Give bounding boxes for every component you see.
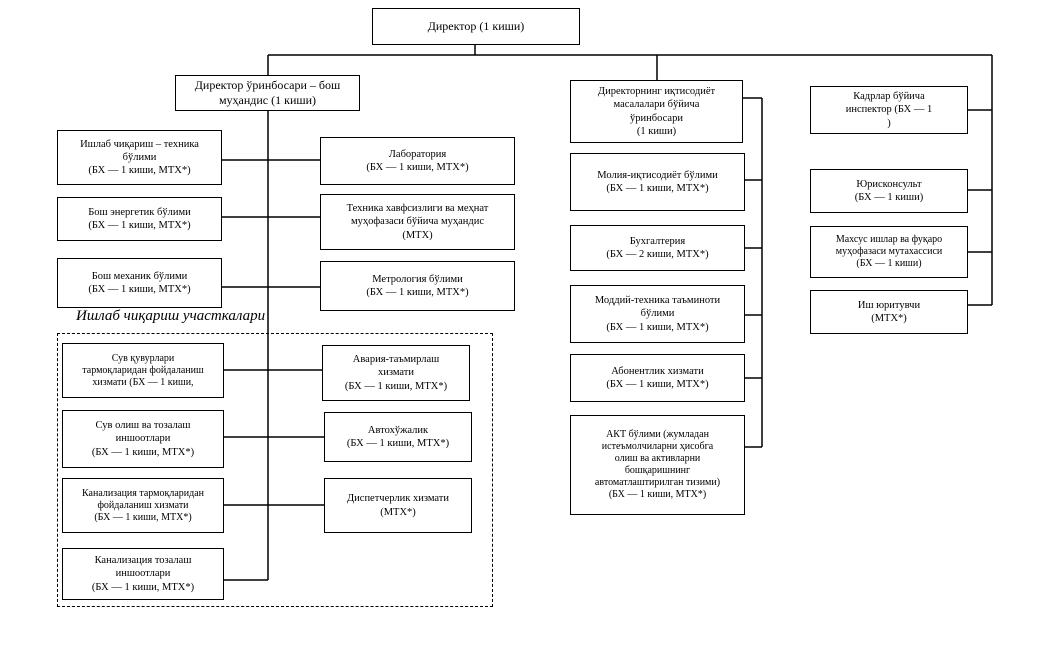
chief-mechanic-dept-box: Бош механик бўлими (БХ — 1 киши, МТХ*) bbox=[57, 258, 222, 308]
legal-counsel-box: Юрисконсульт (БХ — 1 киши) bbox=[810, 169, 968, 213]
finance-economics-dept-box: Молия-иқтисодиёт бўлими (БХ — 1 киши, МТ… bbox=[570, 153, 745, 211]
special-works-civil-defense-box: Махсус ишлар ва фуқаро муҳофазаси мутаха… bbox=[810, 226, 968, 278]
sewer-network-service-box: Канализация тармоқларидан фойдаланиш хиз… bbox=[62, 478, 224, 533]
subscriber-service-box: Абонентлик хизмати (БХ — 1 киши, МТХ*) bbox=[570, 354, 745, 402]
ict-dept-box: АКТ бўлими (жумладан истеъмолчиларни ҳис… bbox=[570, 415, 745, 515]
production-technical-dept-box: Ишлаб чиқариш – техника бўлими (БХ — 1 к… bbox=[57, 130, 222, 185]
logistics-dept-box: Моддий-техника таъминоти бўлими (БХ — 1 … bbox=[570, 285, 745, 343]
production-sites-title: Ишлаб чиқариш участкалари bbox=[76, 308, 266, 324]
chief-power-engineer-dept-box: Бош энергетик бўлими (БХ — 1 киши, МТХ*) bbox=[57, 197, 222, 241]
hr-inspector-box: Кадрлар бўйича инспектор (БХ — 1 ) bbox=[810, 86, 968, 134]
dispatch-service-box: Диспетчерлик хизмати (МТХ*) bbox=[324, 478, 472, 533]
safety-engineer-box: Техника хавфсизлиги ва меҳнат муҳофазаси… bbox=[320, 194, 515, 250]
production-sites-frame bbox=[57, 333, 493, 607]
accounting-box: Бухгалтерия (БХ — 2 киши, МТХ*) bbox=[570, 225, 745, 271]
laboratory-box: Лаборатория (БХ — 1 киши, МТХ*) bbox=[320, 137, 515, 185]
deputy-chief-engineer-box: Директор ўринбосари – бош муҳандис (1 ки… bbox=[175, 75, 360, 111]
water-intake-treatment-box: Сув олиш ва тозалаш иншоотлари (БХ — 1 к… bbox=[62, 410, 224, 468]
director-box: Директор (1 киши) bbox=[372, 8, 580, 45]
motor-transport-box: Автохўжалик (БХ — 1 киши, МТХ*) bbox=[324, 412, 472, 462]
emergency-repair-service-box: Авария-таъмирлаш хизмати (БХ — 1 киши, М… bbox=[322, 345, 470, 401]
metrology-dept-box: Метрология бўлими (БХ — 1 киши, МТХ*) bbox=[320, 261, 515, 311]
sewage-treatment-box: Канализация тозалаш иншоотлари (БХ — 1 к… bbox=[62, 548, 224, 600]
office-clerk-box: Иш юритувчи (МТХ*) bbox=[810, 290, 968, 334]
water-network-service-box: Сув қувурлари тармоқларидан фойдаланиш х… bbox=[62, 343, 224, 398]
economic-deputy-box: Директорнинг иқтисодиёт масалалари бўйич… bbox=[570, 80, 743, 143]
